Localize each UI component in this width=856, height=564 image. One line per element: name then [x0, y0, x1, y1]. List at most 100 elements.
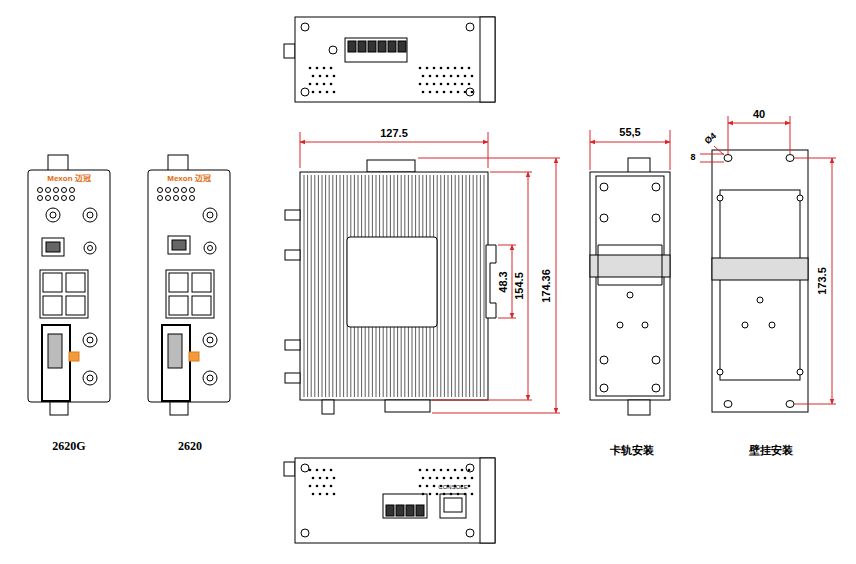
- vent-holes-part: [309, 83, 312, 86]
- front-view-2620-part-part: [182, 196, 187, 201]
- view-caption: 壁挂安装: [749, 444, 793, 456]
- front-view-2620-part: [170, 402, 188, 415]
- heat-sink-fins-part: [458, 175, 459, 397]
- vent-holes: [309, 67, 474, 94]
- din-rail-view-part: [652, 183, 660, 191]
- front-view-2620-part: [203, 208, 217, 222]
- front-view-2620g-part-part: [54, 196, 59, 201]
- heat-sink-fins-part: [451, 175, 452, 397]
- front-view-2620-part: [168, 155, 188, 172]
- vent-holes-part: [457, 477, 460, 480]
- front-view-2620-part: [192, 273, 211, 292]
- side-view-part: [285, 373, 300, 383]
- vent-holes-part: [464, 75, 467, 78]
- dimension-lines-part: [590, 130, 591, 170]
- vent-holes-part: [436, 91, 439, 94]
- wall-mount-view-part: [724, 401, 732, 408]
- vent-holes-part: [309, 485, 312, 488]
- top-view-part: [329, 46, 337, 54]
- vent-holes: [309, 469, 474, 496]
- wall-mount-view-part: [717, 369, 723, 375]
- vent-holes-part: [440, 67, 443, 70]
- heat-sink-fins-part: [440, 175, 441, 397]
- front-view-2620-part: [169, 273, 188, 292]
- dimension-lines-part: [590, 142, 670, 143]
- brand-logo: Mexon 迈冠: [47, 175, 91, 184]
- vent-holes-part: [433, 83, 436, 86]
- din-rail-view: [590, 158, 670, 415]
- bottom-view-part: [406, 505, 414, 516]
- side-view-part: [322, 400, 334, 414]
- bottom-view-part: [386, 505, 394, 516]
- bottom-view-part: [444, 498, 462, 512]
- dimension-lines-part: [728, 123, 790, 124]
- side-view-part: [367, 160, 415, 172]
- vent-holes-part: [464, 477, 467, 480]
- dimension-lines-part: [512, 245, 513, 318]
- vent-holes-part: [309, 67, 312, 70]
- dimension-value: 173.5: [816, 267, 828, 295]
- dimension-lines-part: [700, 162, 724, 163]
- wall-mount-view: [712, 150, 808, 412]
- front-view-2620-part: [203, 371, 217, 385]
- wall-mount-view-part: [724, 155, 732, 162]
- front-view-2620-part-part: [166, 188, 171, 193]
- top-view-part: [348, 41, 356, 52]
- side-view-part: [385, 400, 430, 412]
- wall-mount-view-part: [786, 401, 794, 408]
- front-view-2620g-part-part: [62, 196, 67, 201]
- vent-holes-part: [323, 485, 326, 488]
- vent-holes-part: [429, 91, 432, 94]
- vent-holes-part: [457, 493, 460, 496]
- vent-holes-part: [433, 67, 436, 70]
- vent-holes-part: [326, 91, 329, 94]
- wall-mount-view-part: [786, 155, 794, 162]
- heat-sink-fins: [304, 175, 484, 397]
- front-view-2620g-part: [84, 242, 96, 254]
- front-view-2620g-part-part: [46, 196, 51, 201]
- brand-logo: Mexon 迈冠: [167, 175, 211, 184]
- vent-holes-part: [447, 83, 450, 86]
- vent-holes-part: [454, 83, 457, 86]
- vent-holes-part: [443, 75, 446, 78]
- heat-sink-fins-part: [340, 175, 341, 397]
- front-view-2620-part-part: [174, 196, 179, 201]
- din-rail-view-part: [600, 214, 608, 222]
- vent-holes-part: [433, 469, 436, 472]
- front-view-2620g-part-part: [70, 196, 75, 201]
- bottom-view-part: [466, 464, 474, 472]
- front-view-2620g-part-part: [70, 188, 75, 193]
- heat-sink-fins-part: [307, 175, 308, 397]
- vent-holes-part: [330, 83, 333, 86]
- wall-mount-view-part: [712, 258, 808, 280]
- heat-sink-fins-part: [466, 175, 467, 397]
- vent-holes-part: [468, 67, 471, 70]
- front-view-2620-part: [207, 212, 213, 218]
- heat-sink-fins-part: [444, 175, 445, 397]
- side-view-part: [347, 237, 437, 327]
- top-view-part: [301, 23, 309, 31]
- din-rail-view-part: [596, 176, 664, 396]
- front-view-2620g-part: [43, 296, 62, 315]
- vent-holes-part: [433, 485, 436, 488]
- front-view-2620: [148, 155, 230, 415]
- dimension-lines-part: [490, 172, 532, 173]
- top-view-part: [466, 88, 474, 96]
- side-view-part: [285, 340, 300, 350]
- bottom-view-part: [383, 494, 427, 518]
- vent-holes-part: [468, 83, 471, 86]
- vent-holes-part: [471, 493, 474, 496]
- vent-holes-part: [319, 477, 322, 480]
- vent-holes-part: [468, 469, 471, 472]
- din-rail-view-part: [600, 384, 608, 392]
- wall-mount-view-part: [712, 150, 808, 412]
- port-label: CONSOLE: [438, 484, 467, 491]
- vent-holes-part: [312, 91, 315, 94]
- front-view-2620g-part: [38, 188, 75, 201]
- vent-holes-part: [471, 91, 474, 94]
- vent-holes-part: [436, 493, 439, 496]
- front-view-2620-part-part: [190, 188, 195, 193]
- vent-holes-part: [426, 83, 429, 86]
- dimension-lines-part: [528, 172, 529, 400]
